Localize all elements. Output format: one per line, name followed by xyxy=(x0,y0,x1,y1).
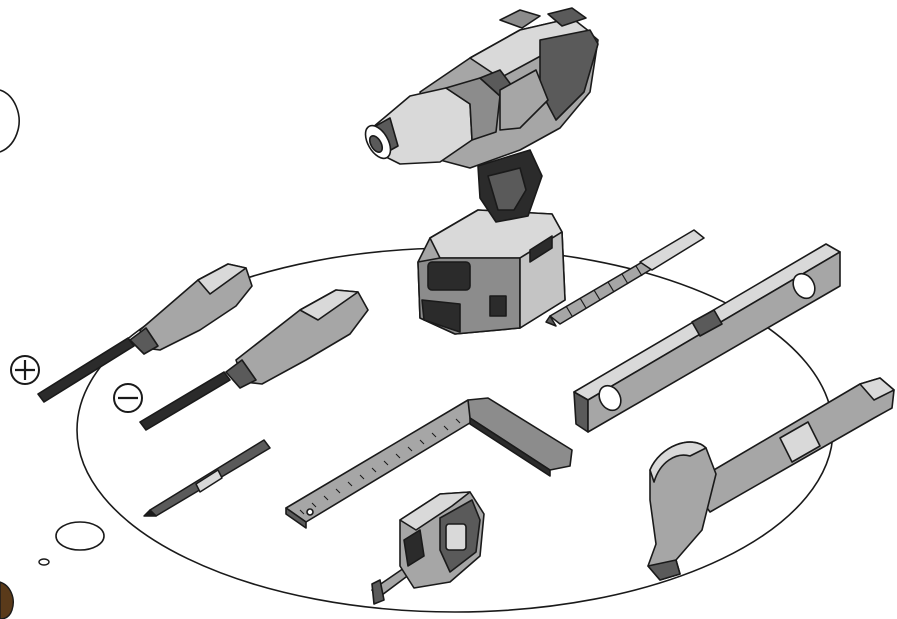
phillips-symbol xyxy=(10,355,40,385)
level-face xyxy=(573,391,589,433)
decorative-dot xyxy=(38,558,50,566)
phillips-shaft xyxy=(37,337,135,403)
decorative-oval xyxy=(55,521,105,551)
tape-measure xyxy=(371,491,485,605)
corner-object xyxy=(0,581,14,619)
flathead-shaft xyxy=(139,371,231,431)
spirit-level xyxy=(573,243,841,433)
decorative-ring-left xyxy=(0,89,20,153)
level-vial-center xyxy=(691,309,723,337)
scriber-pen xyxy=(143,439,271,517)
try-square xyxy=(285,397,573,529)
cordless-drill xyxy=(364,7,599,335)
battery-window xyxy=(427,261,471,291)
claw-hammer xyxy=(647,377,895,581)
flathead-handle xyxy=(235,289,369,385)
level-vial-right xyxy=(792,272,816,300)
square-stock xyxy=(467,397,573,471)
phillips-handle xyxy=(139,263,253,351)
phillips-screwdriver xyxy=(37,263,253,403)
flathead-symbol xyxy=(113,383,143,413)
drill-bit xyxy=(545,229,705,327)
flathead-screwdriver xyxy=(139,289,369,431)
level-vial-left xyxy=(598,384,622,412)
